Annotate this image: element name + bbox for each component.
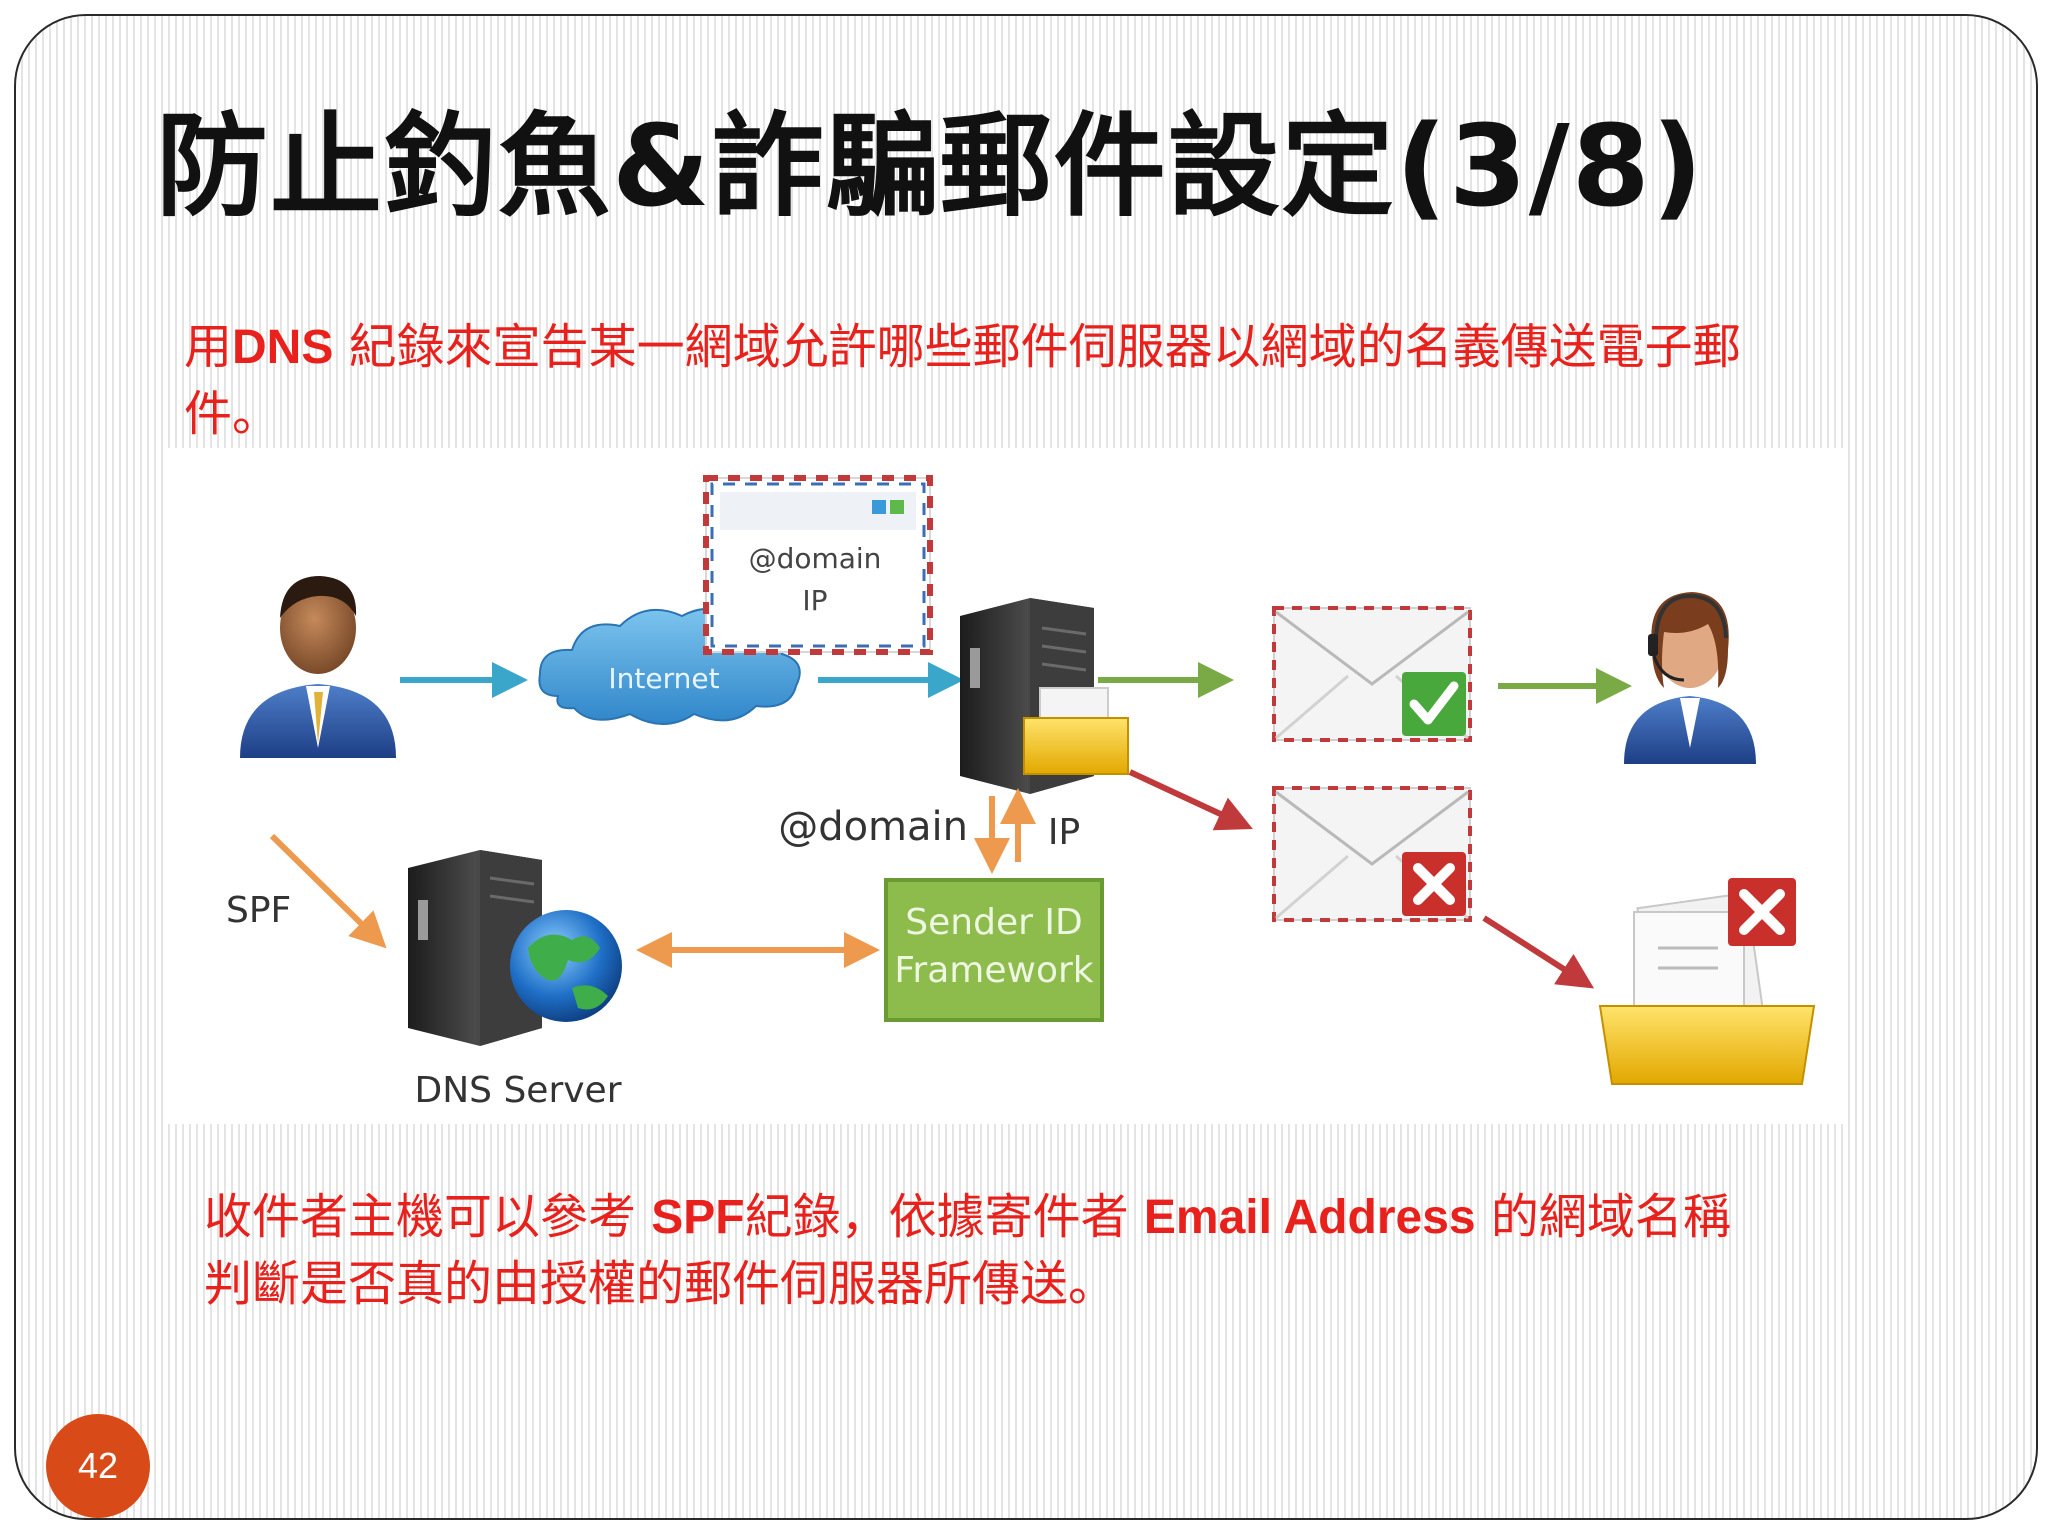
globe-icon: [510, 910, 622, 1022]
arrow-rejected-to-junk: [1482, 915, 1595, 989]
sender-person-icon: [240, 576, 396, 758]
recipient-person-icon: [1624, 592, 1756, 764]
intro-bold: DNS: [232, 321, 334, 374]
note-part3: 的網域名稱判斷是否真的由授權的郵件伺服器所傳送。: [204, 1189, 1731, 1312]
lookup-ip-label: IP: [1048, 812, 1080, 853]
intro-prefix: 用: [184, 319, 233, 375]
arrow-spf-to-dns: [269, 833, 387, 949]
page-number-badge: 42: [46, 1414, 150, 1518]
note-part2: 紀錄，依據寄件者: [744, 1189, 1144, 1245]
note-part1: 收件者主機可以參考: [204, 1189, 652, 1245]
reject-x-icon: [1402, 852, 1466, 916]
sender-id-line2: Framework: [894, 950, 1093, 991]
check-icon: [1402, 672, 1466, 736]
sender-id-line1: Sender ID: [905, 902, 1082, 943]
internet-label: Internet: [608, 662, 719, 695]
intro-paragraph: 用DNS 紀錄來宣告某一網域允許哪些郵件伺服器以網域的名義傳送電子郵件。: [184, 314, 1744, 447]
spf-diagram: Internet @domain IP: [168, 448, 1848, 1124]
envelope-ip-label: IP: [802, 584, 827, 617]
note-bold-email: Email Address: [1143, 1191, 1476, 1244]
note-bold-spf: SPF: [651, 1191, 745, 1244]
spf-label: SPF: [226, 890, 291, 931]
slide-title: 防止釣魚&詐騙郵件設定(3/8): [156, 102, 1705, 232]
junk-mail-tray-icon: [1598, 878, 1816, 1085]
slide: 防止釣魚&詐騙郵件設定(3/8) 用DNS 紀錄來宣告某一網域允許哪些郵件伺服器…: [14, 14, 2038, 1520]
mail-server-icon: [960, 598, 1129, 794]
intro-rest: 紀錄來宣告某一網域允許哪些郵件伺服器以網域的名義傳送電子郵件。: [184, 319, 1741, 442]
dns-server-label: DNS Server: [415, 1070, 622, 1111]
email-envelope-window-icon: [703, 475, 933, 655]
note-paragraph: 收件者主機可以參考 SPF紀錄，依據寄件者 Email Address 的網域名…: [204, 1184, 1764, 1317]
sender-id-framework-box: [884, 878, 1104, 1022]
lookup-domain-label: @domain: [778, 804, 968, 850]
arrow-server-to-rejected: [1128, 769, 1253, 831]
page-number: 42: [77, 1445, 119, 1486]
envelope-domain-label: @domain: [749, 542, 882, 575]
